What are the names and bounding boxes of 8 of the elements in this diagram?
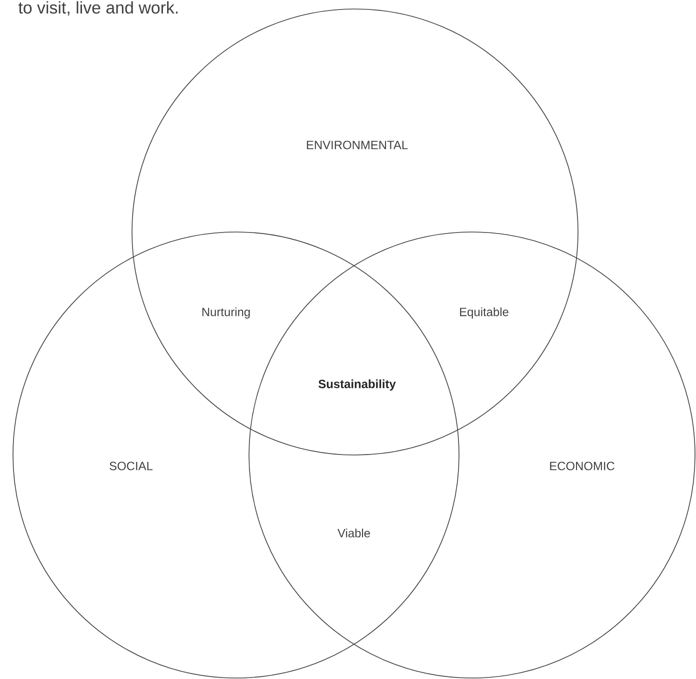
overlap-label: Nurturing xyxy=(202,307,250,319)
circle-label: SOCIAL xyxy=(110,462,153,470)
overlap-label: Equitable xyxy=(460,307,508,319)
intro-text: to visit, live and work. xyxy=(18,1,178,16)
circle-label: ECONOMIC xyxy=(550,462,614,470)
center-label: Sustainability xyxy=(318,379,396,391)
overlap-label: Viable xyxy=(338,528,370,538)
circle-label: ENVIRONMENTAL xyxy=(306,140,408,150)
